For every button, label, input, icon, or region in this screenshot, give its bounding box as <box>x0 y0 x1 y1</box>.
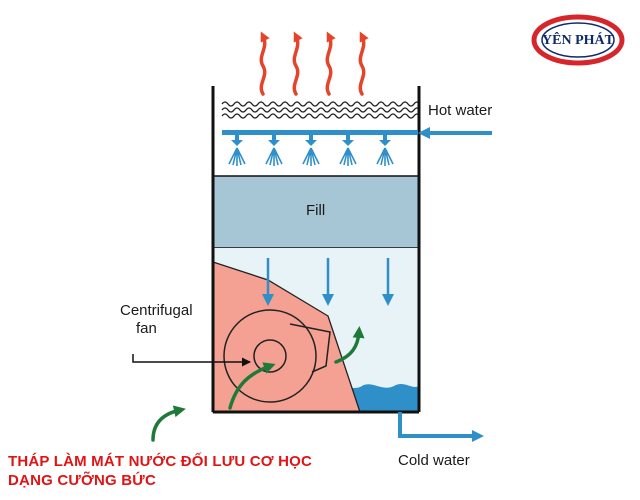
hot-water-label: Hot water <box>428 102 493 119</box>
spray-header <box>222 127 492 166</box>
caption-line-2: DẠNG CƯỠNG BỨC <box>8 472 156 489</box>
heat-arrow-4 <box>358 31 369 96</box>
fill-label: Fill <box>306 202 326 219</box>
heat-arrow-3 <box>325 31 336 96</box>
heat-arrow-2 <box>292 31 303 96</box>
water-spray-lines <box>228 147 394 166</box>
heat-arrow-1 <box>259 31 270 96</box>
tower-walls <box>211 86 421 414</box>
drift-eliminator <box>221 101 421 119</box>
air-intake-arrow <box>151 405 186 442</box>
fan-label-leader <box>132 354 251 367</box>
centrifugal-fan-label-line2: fan <box>136 320 157 337</box>
fill-section <box>212 175 420 249</box>
spray-nozzles <box>231 135 391 146</box>
cold-water-label: Cold water <box>398 452 470 469</box>
caption-line-1: THÁP LÀM MÁT NƯỚC ĐỐI LƯU CƠ HỌC <box>8 453 313 470</box>
cold-water-outlet-arrow <box>398 412 484 442</box>
diagram-caption: THÁP LÀM MÁT NƯỚC ĐỐI LƯU CƠ HỌC DẠNG CƯ… <box>8 452 312 490</box>
fan-air-arrow <box>228 362 276 410</box>
yen-phat-logo: YÊN PHÁT <box>531 14 625 66</box>
centrifugal-fan-label-line1: Centrifugal <box>120 302 193 319</box>
air-flow-arrows <box>151 326 365 442</box>
falling-water-arrows <box>262 258 394 306</box>
air-outflow-arrow <box>334 326 365 364</box>
heat-rising-arrows <box>259 31 369 96</box>
logo-text: YÊN PHÁT <box>542 31 615 48</box>
